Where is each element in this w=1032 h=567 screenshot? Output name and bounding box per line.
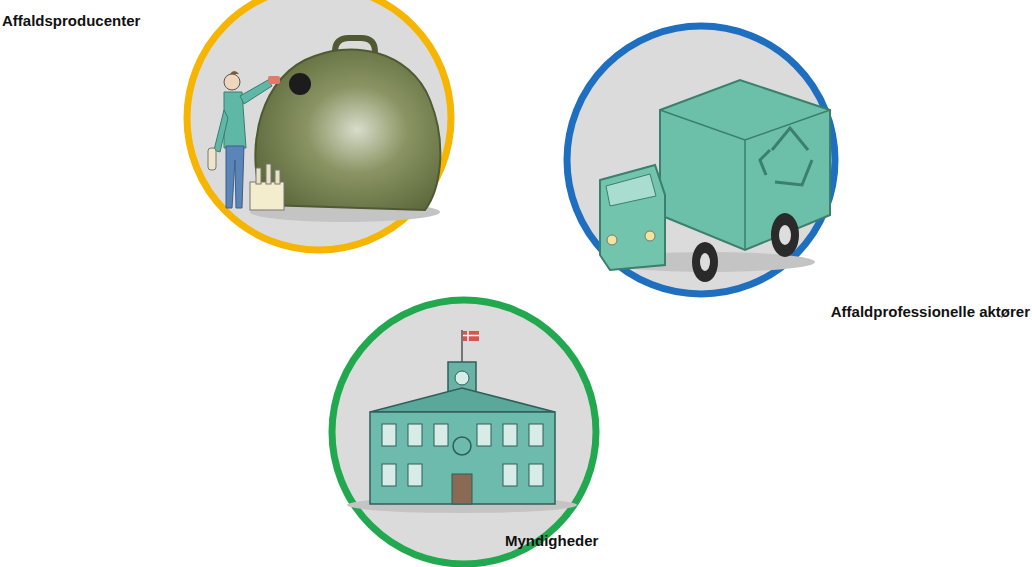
town-hall-illustration [347,330,577,513]
window [529,464,543,486]
shadow [347,497,577,513]
window [503,424,517,446]
clock-tower [448,362,476,402]
actor-label: Affaldprofessionelle aktører [831,303,1030,321]
windshield [606,174,656,206]
circle-border [567,26,835,294]
person-hair [230,71,239,74]
bag [250,182,284,210]
circle-outline [563,22,839,298]
recycle-arrow [760,150,770,175]
hubcap [700,253,710,271]
headlight [607,235,617,245]
person-arm [214,110,228,152]
bin-handle [335,38,375,52]
truck-cargo-box [660,80,830,250]
wheel [692,242,718,282]
headlight [645,231,655,241]
window [529,424,543,446]
recycling-truck-illustration [600,80,830,282]
window [408,424,422,446]
windows [382,424,543,486]
truck-cab [600,165,665,270]
bottle-bank-illustration [208,38,440,222]
actor-circle: Myndigheder [328,296,600,567]
shadow [605,252,815,272]
window [434,424,448,446]
building-facade [370,412,555,504]
circle-outline [183,0,455,254]
roof [370,388,555,412]
bottle [268,76,280,84]
window [382,464,396,486]
bottle [208,148,216,170]
window [382,424,396,446]
person-shirt [224,92,246,148]
actor-circle: Affaldsproducenter [183,0,455,254]
person-head [224,74,240,90]
circle-outline [328,296,600,567]
hubcap [779,225,791,245]
recycling-symbol [760,128,812,185]
clock [455,371,469,385]
actor-label: Myndigheder [505,532,598,550]
person-arm [240,80,272,104]
recycle-arrow [772,128,808,150]
person-legs [226,146,244,208]
bin-opening [289,73,311,95]
bottle-bank [255,49,440,210]
box-edge [744,140,746,250]
door [452,474,472,504]
recycle-arrow [775,160,812,185]
actor-label: Affaldsproducenter [2,12,140,30]
shadow [250,202,440,222]
bottle [256,168,261,184]
flag-pole [461,330,463,362]
bottle [266,164,271,184]
window [408,464,422,486]
box-edge [660,110,830,140]
bottle [275,170,280,184]
circle-border [332,300,596,564]
flag [463,331,479,341]
crown-emblem [453,437,471,455]
window [477,424,491,446]
wheel [771,213,799,257]
actor-circle: Affaldprofessionelle aktører [563,22,839,298]
circle-border [187,0,451,250]
flag-cross [463,331,479,341]
window [503,464,517,486]
